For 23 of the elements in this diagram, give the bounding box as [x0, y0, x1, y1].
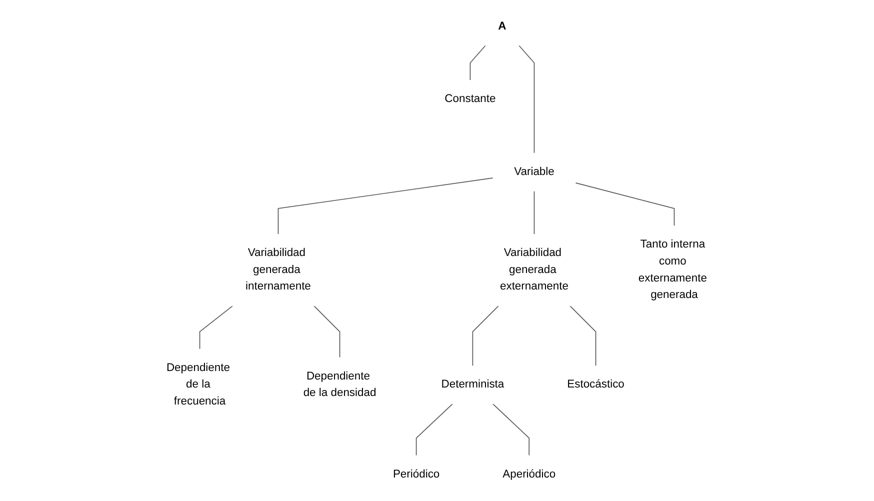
connector — [472, 305, 499, 366]
connector — [574, 182, 675, 226]
node-text: Constante — [444, 93, 496, 105]
node-text: Variabilidad generada externamente — [500, 247, 568, 292]
node-text: Dependiente de la densidad — [303, 370, 376, 399]
connector — [518, 44, 535, 154]
node-text: Determinista — [441, 378, 504, 390]
node-text: Estocástico — [567, 378, 624, 390]
node-text: Periódico — [392, 468, 440, 480]
node-text: Tanto interna como externamente generada — [638, 238, 707, 301]
connector — [470, 44, 486, 81]
connector — [199, 305, 234, 350]
connector — [313, 305, 340, 358]
node-text: Variabilidad generada internamente — [246, 247, 311, 292]
connector — [569, 305, 596, 366]
node-text: Aperiódico — [502, 468, 556, 480]
node-text: Variable — [514, 166, 554, 178]
connector — [278, 178, 494, 235]
connector — [492, 403, 530, 456]
node-text: A — [498, 20, 506, 32]
connector — [534, 190, 535, 235]
node-text: Dependiente de la frecuencia — [166, 362, 230, 408]
connector — [416, 403, 454, 456]
